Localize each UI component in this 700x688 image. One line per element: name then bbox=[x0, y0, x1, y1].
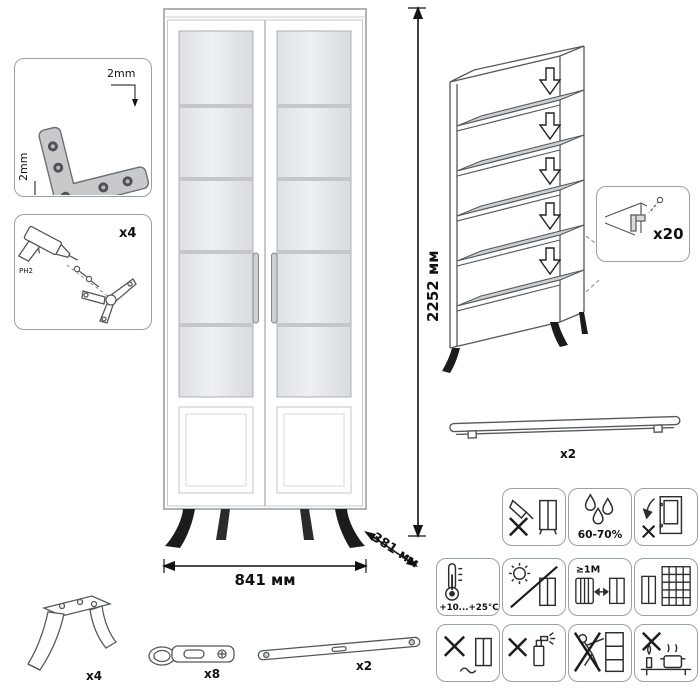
care-icon-no-climbing bbox=[568, 624, 632, 682]
spray-bottle-icon bbox=[533, 632, 556, 667]
sun-icon bbox=[513, 566, 527, 580]
drill-assembly-panel: x4 PH2 bbox=[14, 214, 152, 330]
depth-dimension-line bbox=[364, 531, 418, 567]
insert-shelf-arrows bbox=[538, 67, 562, 276]
leg-count: x4 bbox=[86, 669, 102, 683]
left-glass-pane bbox=[178, 30, 254, 398]
care-icon-door-removal bbox=[634, 488, 698, 546]
hot-pot-icon bbox=[663, 655, 683, 669]
leg-part-drawing: x4 bbox=[27, 595, 117, 683]
x-mark bbox=[443, 635, 466, 657]
drill-assembly-drawing: x4 PH2 bbox=[17, 225, 137, 324]
thermometer-icon bbox=[445, 563, 463, 601]
water-drops-icon bbox=[584, 493, 614, 525]
x-mark bbox=[641, 631, 662, 651]
brace-part-drawing: x2 bbox=[257, 636, 421, 673]
x-mark bbox=[508, 637, 528, 657]
cabinet-perspective-view bbox=[442, 45, 600, 373]
cloth-icon bbox=[459, 667, 477, 674]
screws-icon bbox=[73, 265, 100, 288]
height-dimension-line bbox=[408, 6, 426, 538]
leg-mount-icon bbox=[81, 278, 137, 324]
shelves bbox=[179, 104, 351, 327]
care-icon-humidity: 60-70% bbox=[568, 488, 632, 546]
width-dimension-label: 841 мм bbox=[234, 571, 296, 589]
drill-icon bbox=[17, 225, 79, 262]
x-mark bbox=[573, 632, 602, 673]
care-icon-no-abrasive-cleaning bbox=[436, 624, 500, 682]
width-dimension-line bbox=[162, 559, 368, 573]
drill-bit-label: PH2 bbox=[19, 267, 33, 275]
x-mark bbox=[508, 517, 529, 537]
hinge-part-drawing: x8 bbox=[148, 645, 235, 681]
shelf-fitting-callout-panel: x20 bbox=[596, 186, 690, 262]
care-icon-temperature: +10...+25°C bbox=[436, 558, 500, 616]
humidity-range-label: 60-70% bbox=[578, 528, 623, 541]
care-icon-heat-distance: ≥1M bbox=[568, 558, 632, 616]
care-icon-no-direct-sunlight bbox=[502, 558, 566, 616]
brace-count: x2 bbox=[356, 659, 372, 673]
shelf-fitting-count: x20 bbox=[653, 225, 684, 243]
temperature-range-label: +10...+25°C bbox=[439, 603, 498, 613]
right-glass-pane bbox=[276, 30, 352, 398]
bracket-top-dimension: 2mm bbox=[107, 67, 135, 80]
x-mark bbox=[642, 524, 656, 539]
distance-label: ≥1M bbox=[576, 565, 600, 576]
cabinet-legs bbox=[165, 509, 365, 548]
care-icon-ventilation bbox=[634, 558, 698, 616]
right-door-handle bbox=[271, 252, 278, 324]
perspective-legs bbox=[442, 312, 588, 373]
bracket-side-dimension: 2mm bbox=[17, 153, 30, 181]
drill-step-count: x4 bbox=[119, 226, 136, 241]
handle-count: x2 bbox=[560, 447, 576, 461]
cabinet-front-view bbox=[163, 8, 367, 548]
grid-icon bbox=[661, 566, 691, 607]
candle-icon bbox=[645, 657, 653, 669]
slash-mark bbox=[510, 565, 558, 609]
care-icon-no-solvents bbox=[502, 624, 566, 682]
corner-bracket-detail-panel: 2mm 2mm bbox=[14, 58, 152, 213]
care-icon-no-scratching bbox=[502, 488, 566, 546]
perspective-shelves bbox=[456, 89, 585, 312]
hinge-count: x8 bbox=[204, 667, 220, 681]
handle-part-drawing: x2 bbox=[449, 415, 681, 461]
shelf-fitting-drawing: x20 bbox=[604, 196, 684, 243]
left-door-handle bbox=[252, 252, 259, 324]
care-icon-no-hot-objects bbox=[634, 624, 698, 682]
corner-bracket-drawing: 2mm 2mm bbox=[17, 67, 150, 213]
